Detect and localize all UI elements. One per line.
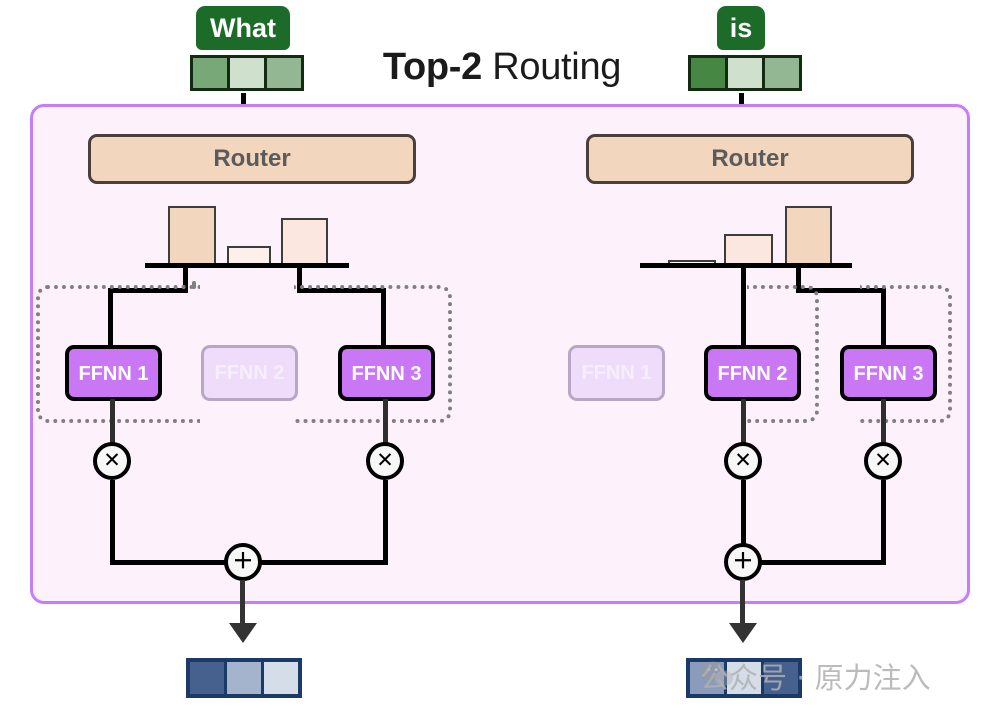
route-line-0e bbox=[297, 288, 381, 293]
output-vector-0 bbox=[186, 658, 302, 698]
bar-1 bbox=[724, 234, 773, 268]
vector-cell bbox=[690, 662, 724, 694]
sum-line-0b bbox=[110, 560, 245, 565]
route-line-0d bbox=[297, 268, 302, 292]
title-bold: Top-2 bbox=[382, 46, 482, 88]
token-pill-1: is bbox=[717, 6, 765, 50]
vector-cell bbox=[190, 662, 224, 694]
sum-line-0c bbox=[383, 480, 388, 561]
chart-baseline-0 bbox=[145, 263, 349, 268]
sum-line-0d bbox=[245, 560, 388, 565]
expert-0-1[interactable]: FFNN 2 bbox=[201, 345, 298, 401]
bar-0 bbox=[168, 206, 216, 268]
vector-cell bbox=[227, 662, 261, 694]
route-line-1c bbox=[796, 288, 886, 293]
router-1[interactable]: Router bbox=[586, 134, 914, 184]
weight-path-0-right bbox=[294, 285, 452, 423]
route-line-0a bbox=[183, 268, 188, 292]
multiply-op-0-1: ✕ bbox=[366, 442, 404, 480]
vector-cell bbox=[193, 58, 227, 88]
route-line-0c bbox=[108, 288, 113, 345]
sum-line-1a bbox=[741, 480, 746, 561]
vector-cell bbox=[691, 58, 725, 88]
router-0[interactable]: Router bbox=[88, 134, 416, 184]
route-line-0f bbox=[381, 288, 386, 345]
weight-path-0-left bbox=[36, 285, 200, 423]
router-weights-chart-1 bbox=[640, 196, 852, 268]
output-arrow-line-1 bbox=[740, 580, 745, 628]
expert-out-line-1-2 bbox=[881, 399, 886, 443]
weight-path-0-left-stub bbox=[192, 281, 200, 289]
vector-cell bbox=[267, 58, 301, 88]
weight-path-1-mid bbox=[747, 285, 819, 423]
chart-baseline-1 bbox=[640, 263, 852, 268]
routing-panel bbox=[30, 104, 970, 604]
router-weights-chart-0 bbox=[145, 196, 349, 268]
watermark-text: 公众号 · 原力注入 bbox=[700, 661, 931, 695]
expert-out-line-0-0 bbox=[110, 399, 115, 443]
input-vector-1 bbox=[688, 55, 802, 91]
sum-line-1c bbox=[741, 560, 886, 565]
vector-cell bbox=[727, 662, 761, 694]
token-pill-0: What bbox=[196, 6, 290, 50]
route-line-1d bbox=[881, 288, 886, 345]
expert-out-line-1-1 bbox=[741, 399, 746, 443]
vector-cell bbox=[728, 58, 762, 88]
expert-1-2[interactable]: FFNN 3 bbox=[840, 345, 937, 401]
expert-0-0[interactable]: FFNN 1 bbox=[65, 345, 162, 401]
output-arrow-head-1 bbox=[729, 623, 757, 643]
vector-cell bbox=[765, 58, 799, 88]
input-vector-0 bbox=[190, 55, 304, 91]
vector-cell bbox=[264, 662, 298, 694]
route-line-1b bbox=[796, 268, 801, 292]
add-op-1: ＋ bbox=[724, 543, 762, 581]
bar-2 bbox=[785, 206, 832, 268]
title-normal: Routing bbox=[481, 46, 622, 88]
expert-1-0[interactable]: FFNN 1 bbox=[568, 345, 665, 401]
wechat-icon bbox=[700, 661, 734, 686]
route-line-1a bbox=[741, 268, 746, 345]
output-arrow-line-0 bbox=[240, 580, 245, 628]
route-line-0b bbox=[108, 288, 188, 293]
output-vector-1 bbox=[686, 658, 802, 698]
sum-line-1b bbox=[881, 480, 886, 561]
expert-1-1[interactable]: FFNN 2 bbox=[704, 345, 801, 401]
expert-0-2[interactable]: FFNN 3 bbox=[338, 345, 435, 401]
weight-path-1-right bbox=[860, 285, 952, 423]
bar-2 bbox=[281, 218, 328, 268]
multiply-op-1-1: ✕ bbox=[864, 442, 902, 480]
page-title: Top-2 Routing bbox=[0, 44, 1004, 90]
multiply-op-1-0: ✕ bbox=[724, 442, 762, 480]
expert-out-line-0-2 bbox=[383, 399, 388, 443]
output-arrow-head-0 bbox=[229, 623, 257, 643]
vector-cell bbox=[764, 662, 798, 694]
add-op-0: ＋ bbox=[224, 543, 262, 581]
multiply-op-0-0: ✕ bbox=[93, 442, 131, 480]
vector-cell bbox=[230, 58, 264, 88]
sum-line-0a bbox=[110, 480, 115, 561]
